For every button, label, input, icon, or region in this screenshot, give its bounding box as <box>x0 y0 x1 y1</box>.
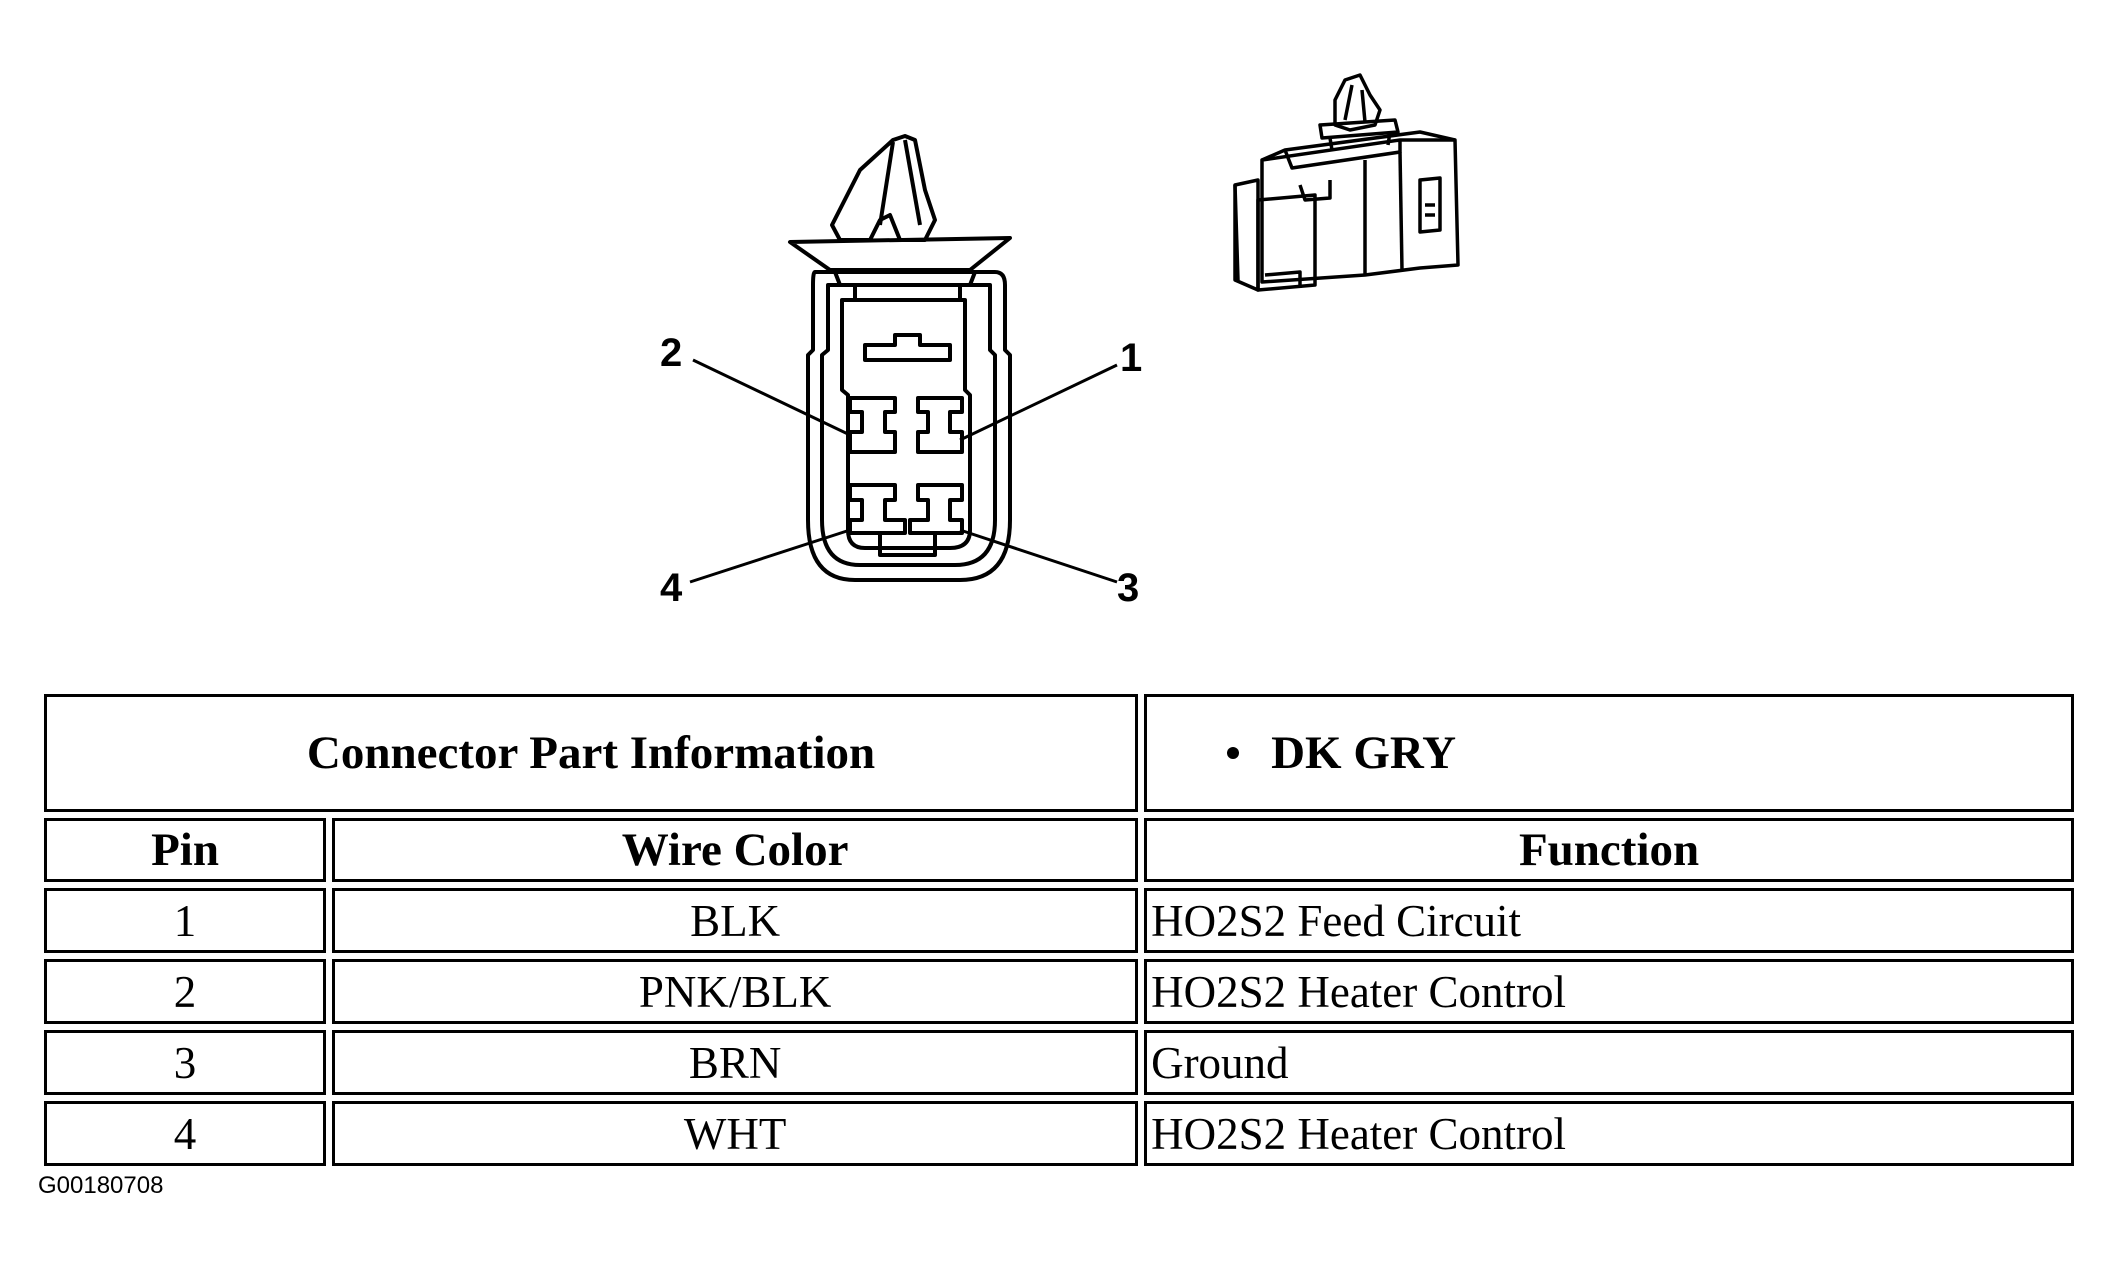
column-header-pin: Pin <box>44 818 327 882</box>
terminal-cavities <box>848 396 964 557</box>
pin-cell: 1 <box>44 888 327 953</box>
callout-pin-4: 4 <box>660 566 683 610</box>
connector-diagram <box>689 73 1460 584</box>
pin-cell: 2 <box>44 959 327 1024</box>
callout-pin-1: 1 <box>1120 336 1143 380</box>
wire-color-cell: PNK/BLK <box>332 959 1139 1024</box>
table-row: 2 PNK/BLK HO2S2 Heater Control <box>44 959 2074 1024</box>
callout-pin-2: 2 <box>660 331 683 375</box>
column-header-wire-color: Wire Color <box>332 818 1139 882</box>
connector-color-cell: DK GRY <box>1144 694 2074 812</box>
table-row: 3 BRN Ground <box>44 1030 2074 1095</box>
table-column-header-row: Pin Wire Color Function <box>44 818 2074 882</box>
connector-isometric-view <box>1233 73 1460 292</box>
function-cell: HO2S2 Feed Circuit <box>1144 888 2074 953</box>
table-row: 1 BLK HO2S2 Feed Circuit <box>44 888 2074 953</box>
function-cell: HO2S2 Heater Control <box>1144 1101 2074 1166</box>
wire-color-cell: BLK <box>332 888 1139 953</box>
table-row: 4 WHT HO2S2 Heater Control <box>44 1101 2074 1166</box>
connector-pin-table: Connector Part Information DK GRY Pin Wi… <box>38 688 2080 1172</box>
connector-color-text: DK GRY <box>1271 727 1457 779</box>
wire-color-cell: WHT <box>332 1101 1139 1166</box>
function-cell: Ground <box>1144 1030 2074 1095</box>
pin-cell: 4 <box>44 1101 327 1166</box>
table-header-row: Connector Part Information DK GRY <box>44 694 2074 812</box>
bullet-icon <box>1227 747 1240 760</box>
column-header-function: Function <box>1144 818 2074 882</box>
connector-part-information-header: Connector Part Information <box>44 694 1139 812</box>
callout-pin-3: 3 <box>1117 566 1140 610</box>
wire-color-cell: BRN <box>332 1030 1139 1095</box>
figure-id: G00180708 <box>38 1172 164 1199</box>
function-cell: HO2S2 Heater Control <box>1144 959 2074 1024</box>
connector-housing <box>806 270 1012 582</box>
connector-clip <box>788 134 1012 272</box>
pin-cell: 3 <box>44 1030 327 1095</box>
callout-leaders <box>689 358 1118 584</box>
